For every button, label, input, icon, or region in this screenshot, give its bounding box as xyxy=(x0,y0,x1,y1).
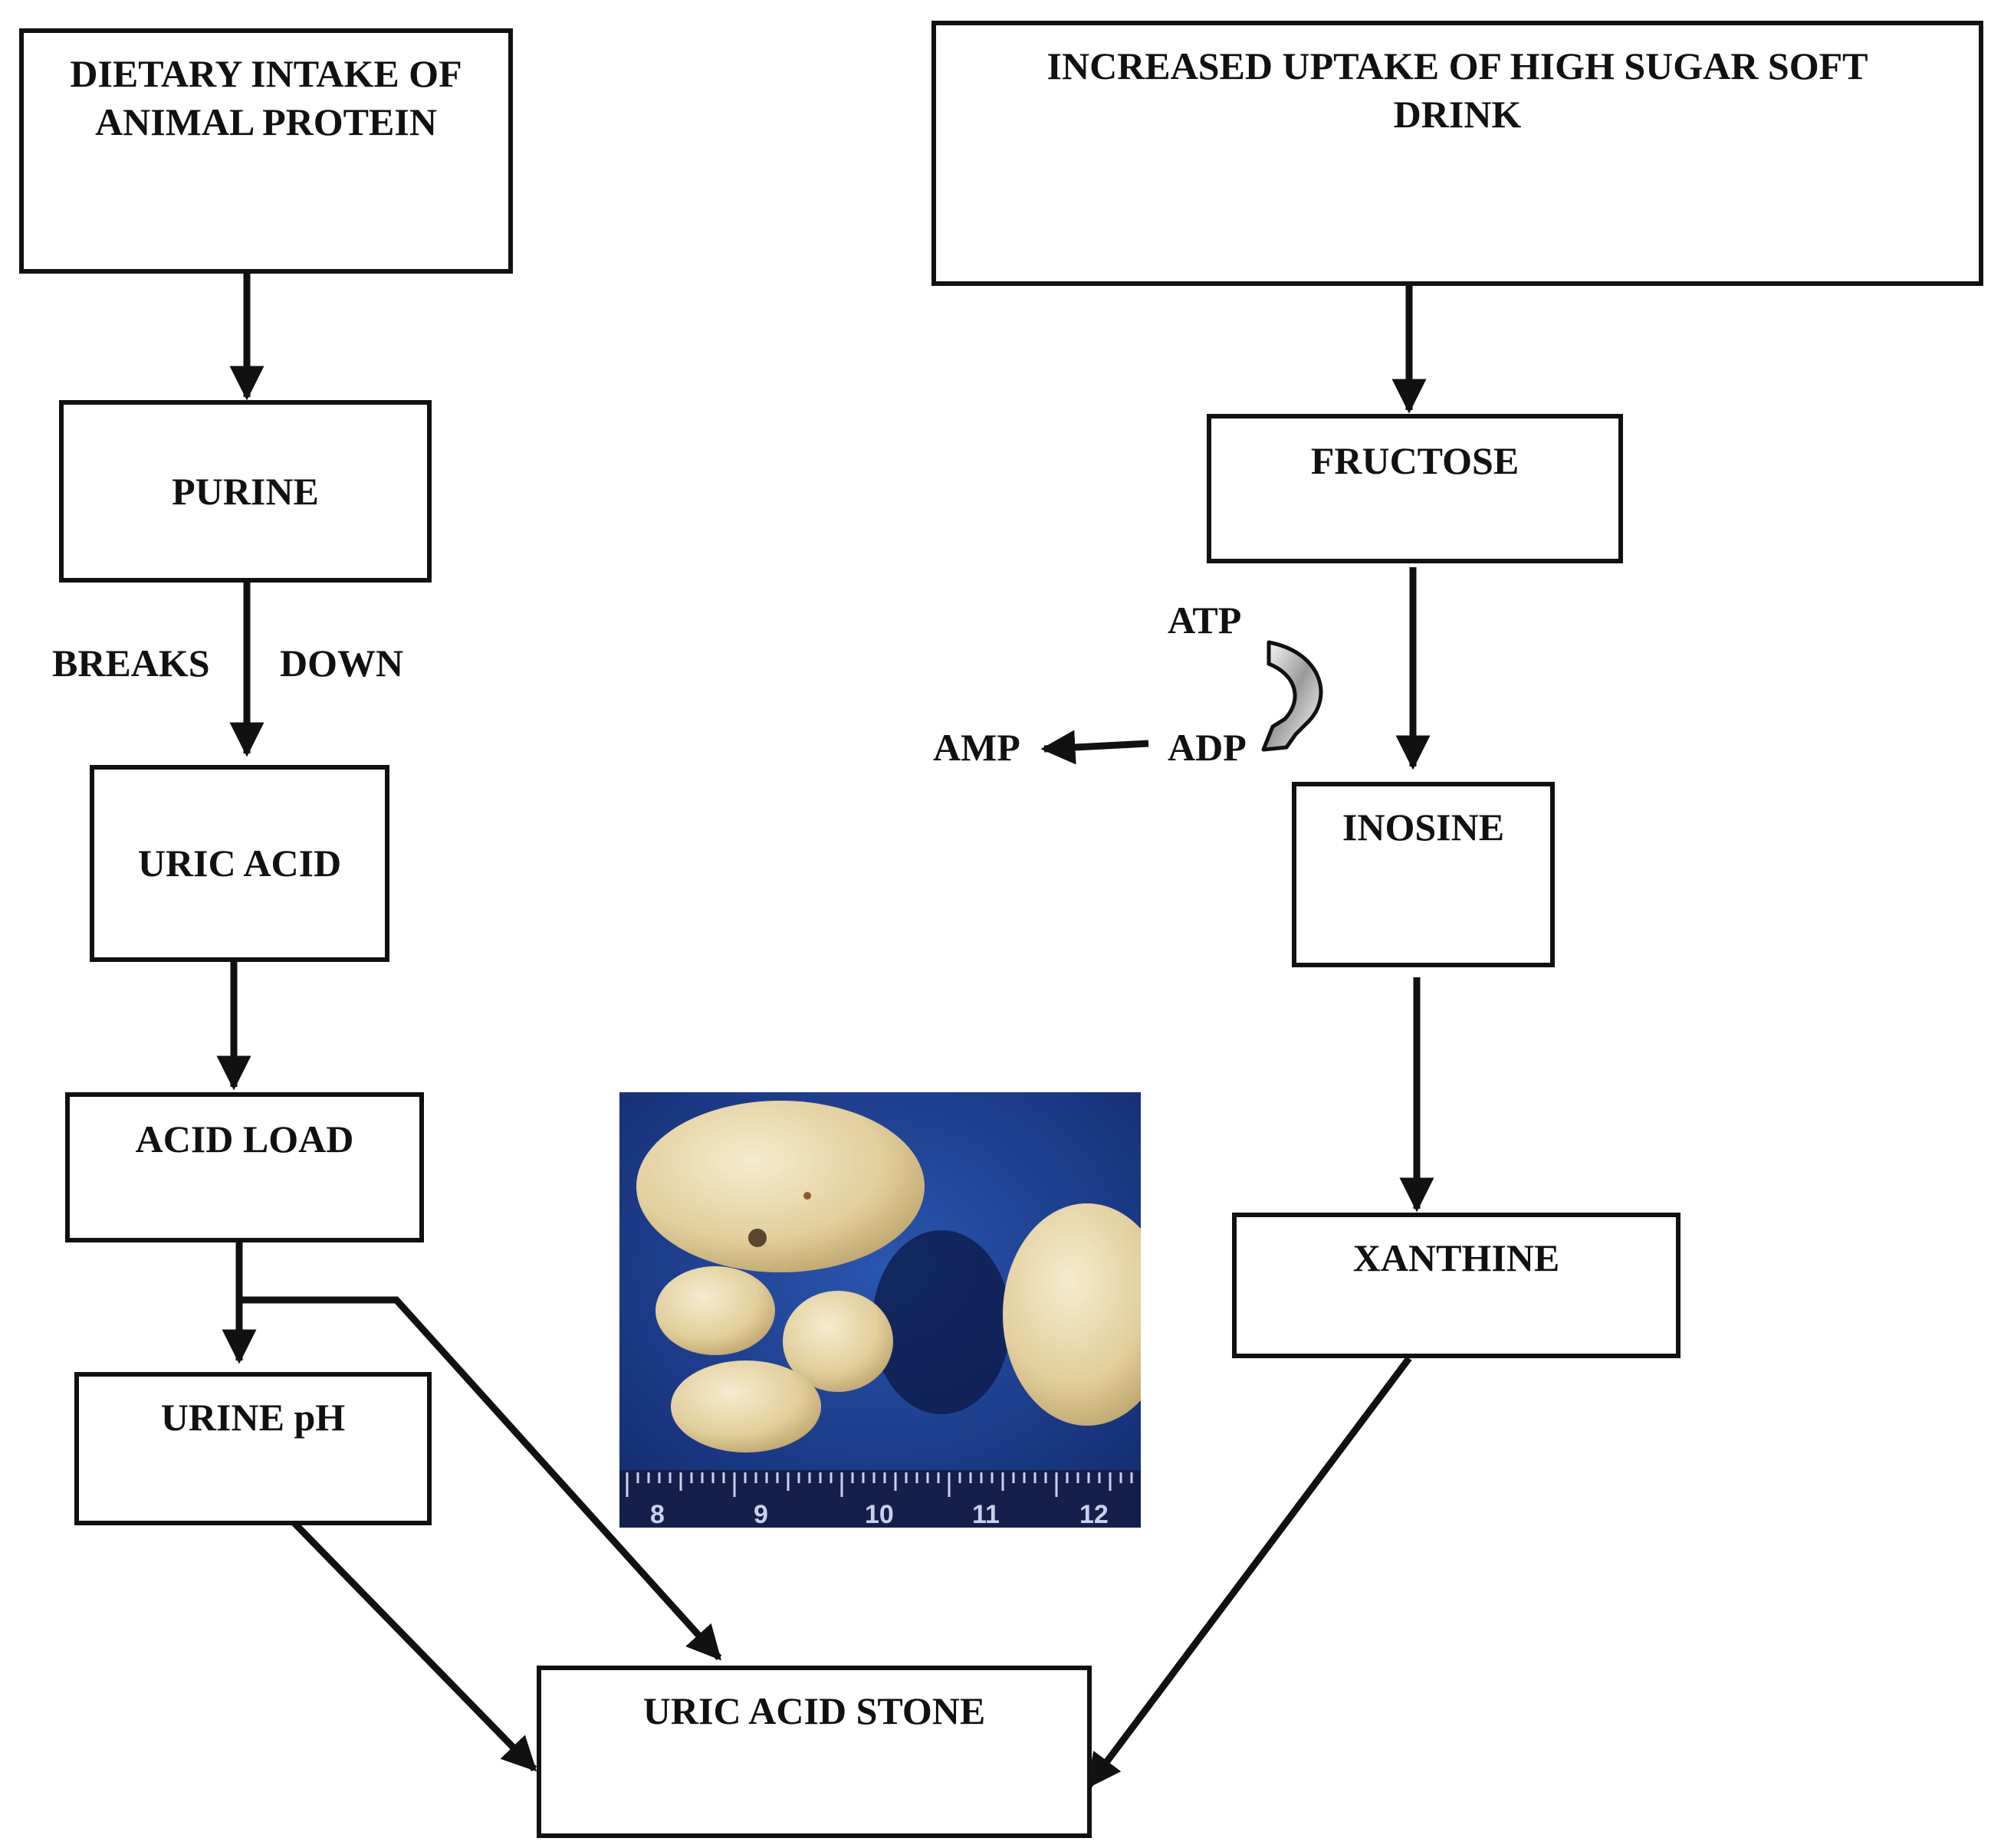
ruler xyxy=(619,1470,1141,1528)
arrow-xanthine-to-stone xyxy=(1086,1356,1412,1789)
node-urine-ph-label: URINE pH xyxy=(160,1396,346,1439)
ruler-ticks xyxy=(626,1472,1133,1497)
arrow-acid-load-to-stone xyxy=(239,1296,722,1661)
node-uric-acid: URIC ACID xyxy=(90,765,389,962)
node-xanthine: XANTHINE xyxy=(1232,1213,1681,1358)
node-acid-load: ACID LOAD xyxy=(65,1092,424,1242)
node-animal-protein-label: DIETARY INTAKE OF ANIMAL PROTEIN xyxy=(70,52,462,143)
node-uric-acid-label: URIC ACID xyxy=(137,842,342,885)
ruler-mark-9: 9 xyxy=(754,1500,768,1528)
node-urine-ph: URINE pH xyxy=(74,1372,432,1525)
arrow-urine-ph-to-stone xyxy=(286,1515,537,1772)
node-purine-label: PURINE xyxy=(172,469,319,513)
label-adp: ADP xyxy=(1168,726,1247,769)
large-stone xyxy=(636,1101,925,1272)
node-xanthine-label: XANTHINE xyxy=(1352,1236,1560,1279)
small-stone-2 xyxy=(783,1291,893,1392)
node-purine: PURINE xyxy=(59,400,432,583)
ruler-mark-12: 12 xyxy=(1079,1500,1109,1528)
stone-spot-small xyxy=(803,1192,811,1200)
node-uric-acid-stone: URIC ACID STONE xyxy=(537,1666,1092,1838)
node-sugar-drink: INCREASED UPTAKE OF HIGH SUGAR SOFT DRIN… xyxy=(931,21,1983,286)
node-inosine: INOSINE xyxy=(1292,782,1555,967)
label-breaks: BREAKS xyxy=(52,642,210,684)
uric-acid-stones-photo: 8 9 10 11 12 xyxy=(619,1092,1141,1528)
small-stone-1 xyxy=(655,1266,775,1355)
ruler-mark-8: 8 xyxy=(650,1500,665,1528)
node-fructose-label: FRUCTOSE xyxy=(1310,439,1520,482)
label-amp: AMP xyxy=(933,726,1020,769)
shadow xyxy=(872,1230,1010,1414)
node-uric-acid-stone-label: URIC ACID STONE xyxy=(642,1689,986,1732)
label-atp: ATP xyxy=(1168,599,1242,642)
ruler-mark-10: 10 xyxy=(865,1500,894,1528)
node-acid-load-label: ACID LOAD xyxy=(135,1118,354,1160)
stone-spot xyxy=(748,1229,767,1247)
node-inosine-label: INOSINE xyxy=(1342,806,1505,849)
arrow-adp-to-amp xyxy=(1040,730,1149,765)
ruler-mark-11: 11 xyxy=(972,1500,1000,1528)
small-stone-3 xyxy=(671,1361,821,1452)
node-fructose: FRUCTOSE xyxy=(1207,414,1623,563)
node-sugar-drink-label: INCREASED UPTAKE OF HIGH SUGAR SOFT DRIN… xyxy=(1046,44,1868,136)
right-stone xyxy=(1003,1203,1141,1426)
node-animal-protein: DIETARY INTAKE OF ANIMAL PROTEIN xyxy=(19,28,513,274)
curved-arrow-atp-to-adp xyxy=(1261,640,1323,752)
label-down: DOWN xyxy=(280,642,404,684)
